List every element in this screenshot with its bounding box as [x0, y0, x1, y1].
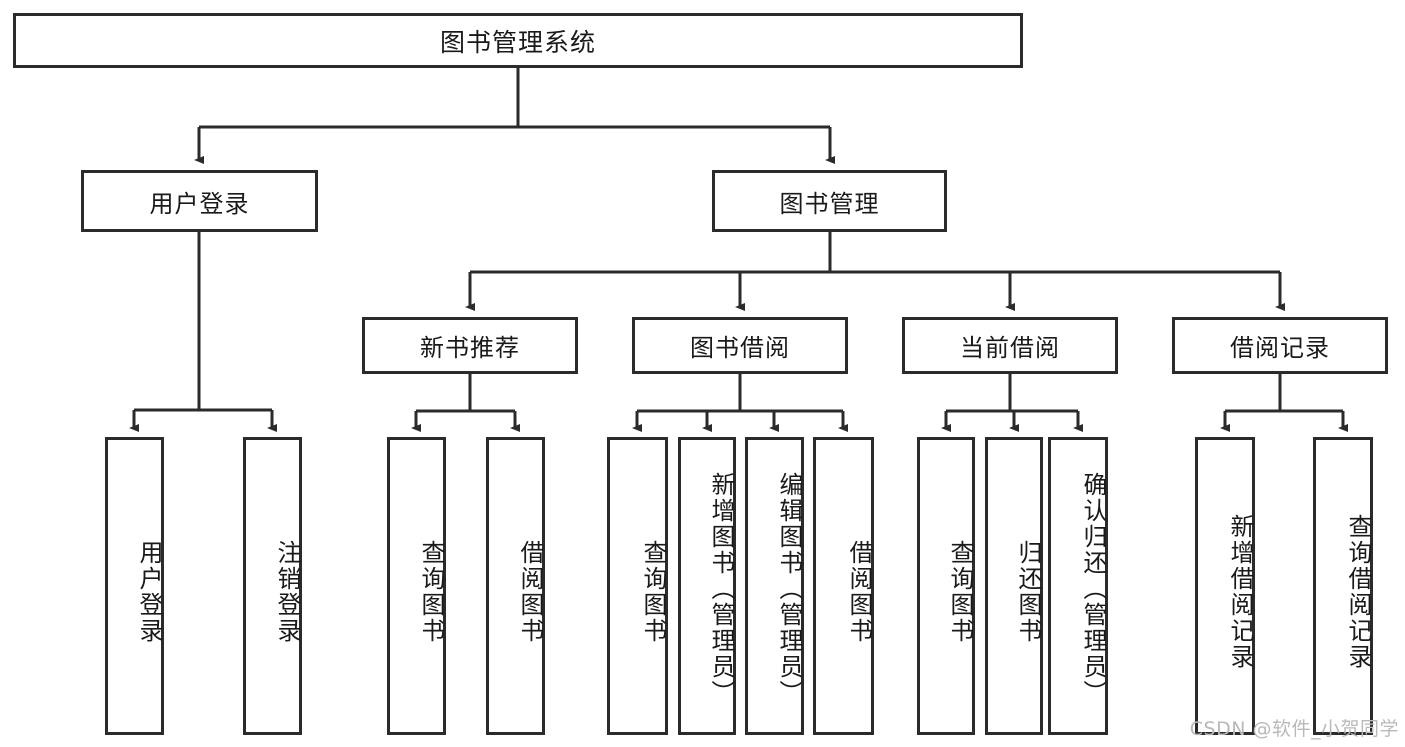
node-leaf-edit-book-label: 编辑图书（管理员）	[775, 472, 803, 706]
node-leaf-borrow-book-2-label: 借阅图书	[845, 540, 873, 644]
node-leaf-logout-label: 注销登录	[273, 540, 301, 644]
node-current-borrow-label: 当前借阅	[960, 334, 1060, 362]
node-leaf-user-login[interactable]: 用户登录	[105, 437, 164, 735]
node-book-manage[interactable]: 图书管理	[712, 170, 947, 232]
node-leaf-query-book-1-label: 查询图书	[417, 540, 445, 644]
node-leaf-query-book-2[interactable]: 查询图书	[607, 437, 668, 735]
node-book-borrow-label: 图书借阅	[690, 334, 790, 362]
node-leaf-query-record-label: 查询借阅记录	[1344, 514, 1372, 670]
node-leaf-query-book-3[interactable]: 查询图书	[917, 437, 975, 735]
node-current-borrow[interactable]: 当前借阅	[902, 317, 1118, 374]
watermark-text: CSDN @软件_小贺同学	[1189, 718, 1399, 740]
node-borrow-record-label: 借阅记录	[1230, 334, 1330, 362]
node-book-manage-label: 图书管理	[779, 189, 880, 218]
node-leaf-add-book-label: 新增图书（管理员）	[707, 472, 735, 706]
node-leaf-add-record[interactable]: 新增借阅记录	[1195, 437, 1255, 735]
node-leaf-confirm-return[interactable]: 确认归还（管理员）	[1048, 437, 1108, 735]
node-user-login[interactable]: 用户登录	[81, 170, 318, 232]
node-borrow-record[interactable]: 借阅记录	[1172, 317, 1388, 374]
node-leaf-add-record-label: 新增借阅记录	[1226, 514, 1254, 670]
node-book-borrow[interactable]: 图书借阅	[632, 317, 848, 374]
node-leaf-edit-book[interactable]: 编辑图书（管理员）	[745, 437, 804, 735]
node-leaf-borrow-book-1-label: 借阅图书	[516, 540, 544, 644]
node-leaf-borrow-book-2[interactable]: 借阅图书	[813, 437, 874, 735]
node-leaf-confirm-return-label: 确认归还（管理员）	[1079, 472, 1107, 706]
node-leaf-query-record[interactable]: 查询借阅记录	[1313, 437, 1373, 735]
node-user-login-label: 用户登录	[149, 189, 250, 218]
node-root[interactable]: 图书管理系统	[13, 13, 1023, 68]
node-root-label: 图书管理系统	[439, 27, 596, 57]
node-leaf-query-book-2-label: 查询图书	[639, 540, 667, 644]
node-leaf-query-book-1[interactable]: 查询图书	[387, 437, 446, 735]
node-leaf-return-book-label: 归还图书	[1014, 540, 1042, 644]
node-leaf-user-login-label: 用户登录	[135, 540, 163, 644]
node-leaf-borrow-book-1[interactable]: 借阅图书	[486, 437, 545, 735]
node-leaf-add-book[interactable]: 新增图书（管理员）	[678, 437, 736, 735]
node-leaf-return-book[interactable]: 归还图书	[985, 437, 1043, 735]
node-leaf-logout[interactable]: 注销登录	[243, 437, 302, 735]
node-new-book-recommend[interactable]: 新书推荐	[362, 317, 578, 374]
node-new-book-recommend-label: 新书推荐	[420, 334, 520, 362]
node-leaf-query-book-3-label: 查询图书	[946, 540, 974, 644]
